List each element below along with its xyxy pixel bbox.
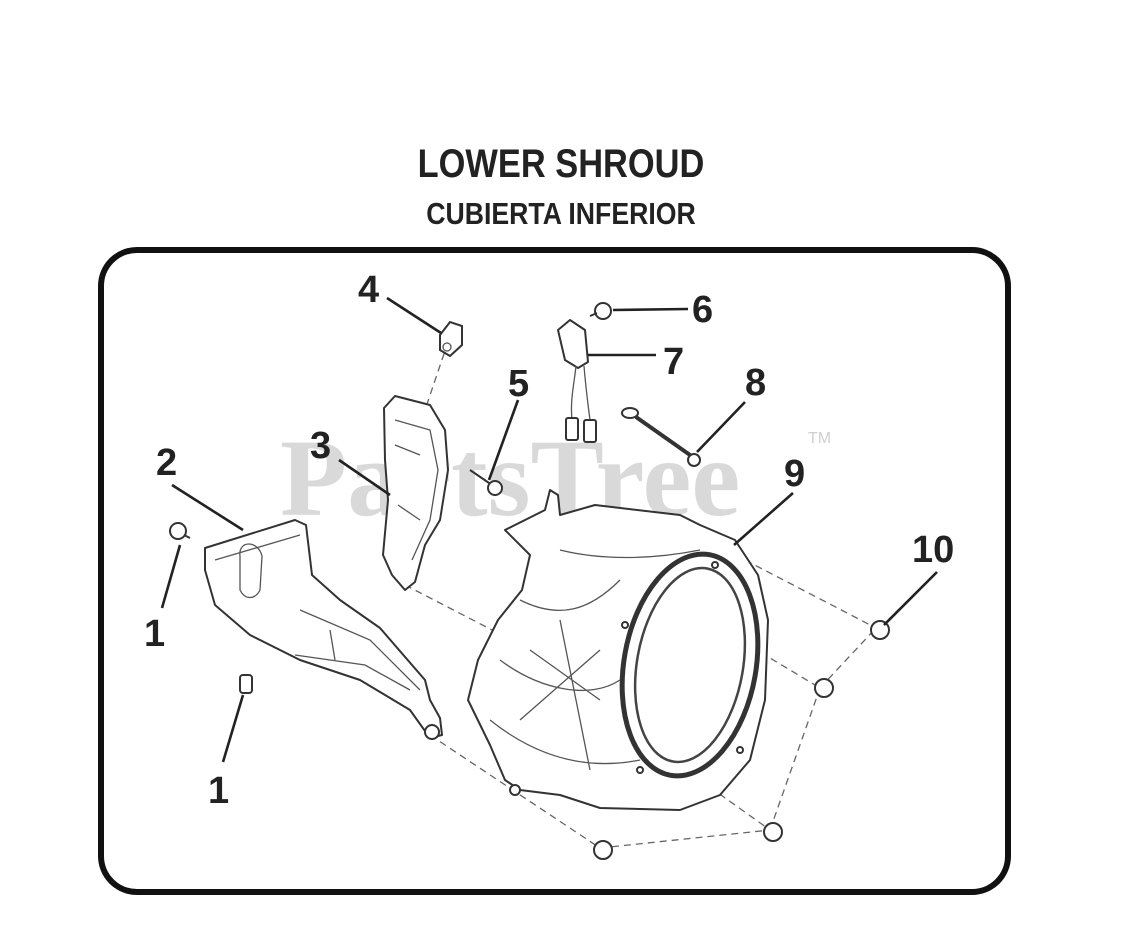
trademark-mark: TM xyxy=(808,430,831,447)
ignition-module-part xyxy=(557,319,597,443)
spark-lead-part xyxy=(621,407,701,467)
callout-1-upper: 1 xyxy=(144,613,165,655)
callout-10: 10 xyxy=(912,529,954,571)
diagram-frame xyxy=(98,247,1011,895)
callout-2: 2 xyxy=(156,442,177,484)
bolt-1-lower xyxy=(239,674,253,694)
callout-1-lower: 1 xyxy=(208,770,229,812)
blower-housing-part xyxy=(467,489,769,811)
callout-4: 4 xyxy=(358,269,379,311)
screw-5-part xyxy=(469,469,503,496)
callout-6: 6 xyxy=(692,289,713,331)
callout-5: 5 xyxy=(508,363,529,405)
diagram-title: LOWER SHROUD xyxy=(417,142,705,186)
callout-3: 3 xyxy=(310,425,331,467)
bolt-1-upper xyxy=(169,522,191,540)
callout-9: 9 xyxy=(784,453,805,495)
switch-part xyxy=(439,320,463,358)
air-guide-part xyxy=(204,519,443,739)
screw-6-part xyxy=(589,302,612,320)
diagram-subtitle: CUBIERTA INFERIOR xyxy=(426,196,696,231)
bolt-10-group xyxy=(424,620,890,860)
callouts: 4 5 6 7 8 3 2 9 10 1 1 xyxy=(144,269,954,812)
callout-7: 7 xyxy=(663,341,684,383)
leader-lines xyxy=(160,296,938,763)
callout-8: 8 xyxy=(745,362,766,404)
side-cover-part xyxy=(382,395,449,591)
